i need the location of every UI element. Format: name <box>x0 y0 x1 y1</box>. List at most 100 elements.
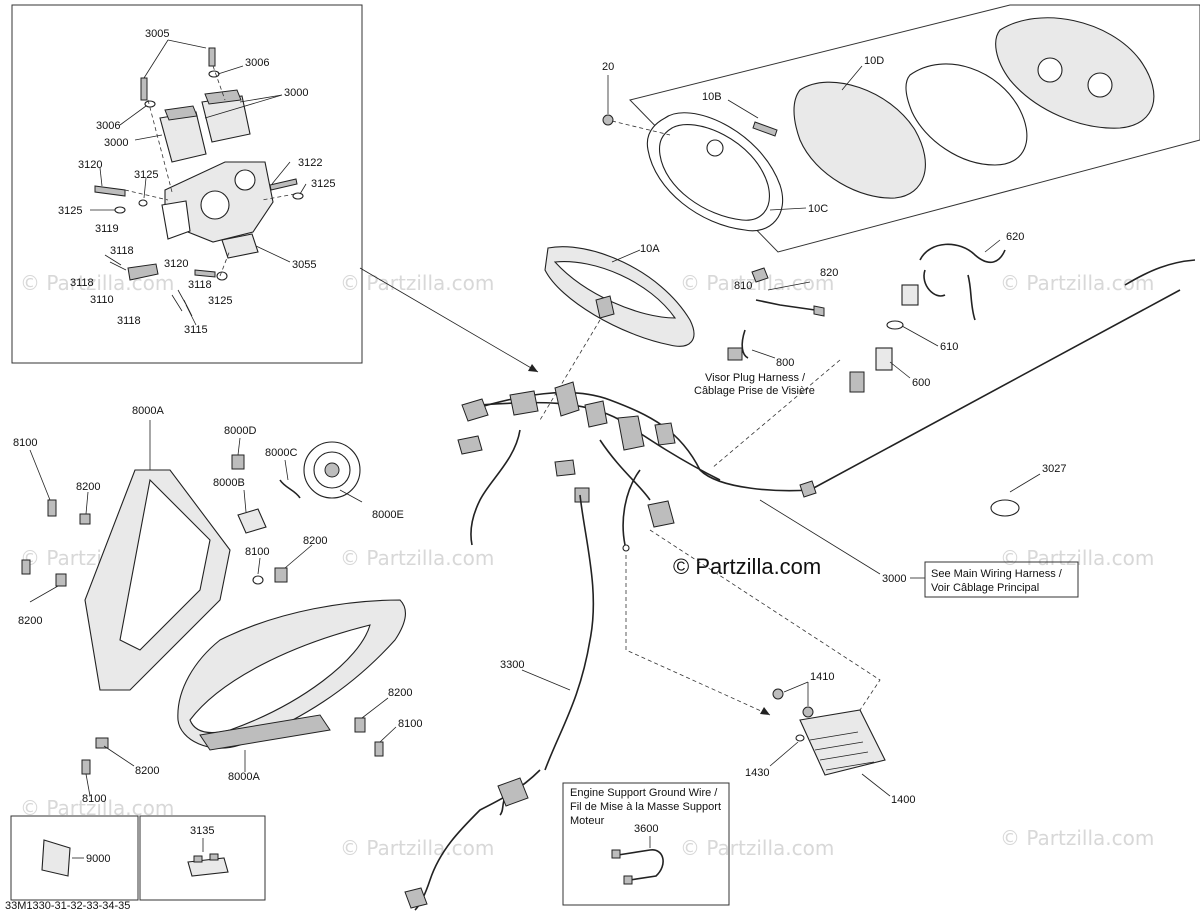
callout-10B: 10B <box>702 91 722 103</box>
fuse-blade <box>193 855 203 863</box>
harness-3300 <box>404 494 595 911</box>
callout-8100: 8100 <box>82 793 106 805</box>
inset-9000 <box>10 815 139 901</box>
leader <box>769 207 807 211</box>
switch-600 <box>875 347 893 371</box>
washer-3125 <box>114 206 126 214</box>
callout-820: 820 <box>820 267 838 279</box>
tie-3027 <box>990 499 1020 517</box>
tether-cord <box>967 274 976 321</box>
leader <box>185 304 197 326</box>
switch-connector <box>849 371 865 393</box>
callout-8100: 8100 <box>245 546 269 558</box>
callout-3000: 3000 <box>882 573 906 585</box>
ground-branch <box>622 469 641 546</box>
clip-8200 <box>274 567 288 583</box>
regulator-fins <box>809 731 875 771</box>
ground-terminal <box>623 875 633 885</box>
tether-620 <box>901 284 919 306</box>
coil-cord <box>923 269 946 297</box>
bolt-3122 <box>269 178 298 191</box>
callout-3120: 3120 <box>78 159 102 171</box>
callout-9000: 9000 <box>86 853 110 865</box>
leader <box>759 499 881 575</box>
callout-3055: 3055 <box>292 259 316 271</box>
copyright: © Partzilla.com <box>673 554 821 579</box>
harness-connector <box>554 381 580 417</box>
callout-8200: 8200 <box>303 535 327 547</box>
harness-branch <box>599 439 651 501</box>
voltage-regulator-group <box>625 529 891 797</box>
bottom-insets <box>10 782 730 906</box>
wire-3300 <box>544 494 595 771</box>
bulb-8000b <box>237 508 267 534</box>
harness-connector <box>457 435 483 455</box>
inset-3600 <box>562 782 730 906</box>
cluster-lens-10d <box>793 81 926 199</box>
harness-branch <box>470 429 521 546</box>
coil-cord-620 <box>919 243 1006 264</box>
callout-620: 620 <box>1006 231 1024 243</box>
leader <box>861 773 891 797</box>
harness-connector <box>554 459 576 477</box>
inset-headlight-mechanism <box>11 4 363 364</box>
callout-8000C: 8000C <box>265 447 297 459</box>
leader <box>841 65 863 91</box>
gauge-cluster-10a <box>539 246 695 421</box>
leader <box>1009 473 1041 493</box>
cluster-tab <box>595 295 615 319</box>
harness-connector <box>574 487 590 503</box>
headlight-lens <box>119 478 211 651</box>
relay-3000-left <box>159 111 207 163</box>
spring-8000c <box>279 479 301 499</box>
watermark: © Partzilla.com <box>340 836 494 860</box>
leader <box>984 239 1001 253</box>
leader <box>284 544 313 569</box>
harness-connector <box>654 422 676 446</box>
inset-frame <box>11 4 363 364</box>
callout-810: 810 <box>734 280 752 292</box>
leader <box>29 449 51 501</box>
wire-820 <box>755 299 816 311</box>
cluster-face <box>553 261 677 319</box>
main-wiring-harness <box>457 259 1196 598</box>
callout-3118: 3118 <box>117 315 141 327</box>
callout-8200: 8200 <box>388 687 412 699</box>
leader <box>271 161 291 185</box>
bracket-arm <box>161 200 191 240</box>
leader <box>119 105 147 126</box>
callout-3115: 3115 <box>184 324 208 336</box>
motor-shaft <box>234 169 256 191</box>
callout-3118: 3118 <box>188 279 212 291</box>
arrow-head <box>760 707 770 715</box>
headlight-assemblies <box>21 420 406 797</box>
screws-3119 <box>104 254 127 271</box>
callout-8000A: 8000A <box>228 771 260 783</box>
cluster-gasket <box>905 63 1028 166</box>
screws-3115 <box>171 289 193 317</box>
callout-10A: 10A <box>640 243 660 255</box>
callout-800: 800 <box>776 357 794 369</box>
relay-top <box>204 89 242 105</box>
callout-3118: 3118 <box>110 245 134 257</box>
ground-wire-note: Fil de Mise à la Masse Support <box>570 801 721 813</box>
watermark: © Partzilla.com <box>1000 271 1154 295</box>
leader <box>521 669 571 691</box>
antenna-wire-3027 <box>809 289 1181 491</box>
ground-terminal <box>611 849 621 859</box>
gauge-cluster-group <box>602 4 1200 253</box>
dashed-line <box>611 120 671 136</box>
cluster-housing <box>995 17 1155 129</box>
callout-8000A: 8000A <box>132 405 164 417</box>
callout-8100: 8100 <box>13 437 37 449</box>
gauge-dial <box>1087 72 1113 98</box>
harness-connector <box>461 398 489 422</box>
callout-3006: 3006 <box>245 57 269 69</box>
leader <box>239 94 283 103</box>
callout-3135: 3135 <box>190 825 214 837</box>
leader <box>284 459 289 481</box>
screw-8100 <box>374 741 384 757</box>
callout-610: 610 <box>940 341 958 353</box>
main-harness-note: Voir Câblage Principal <box>931 582 1039 594</box>
